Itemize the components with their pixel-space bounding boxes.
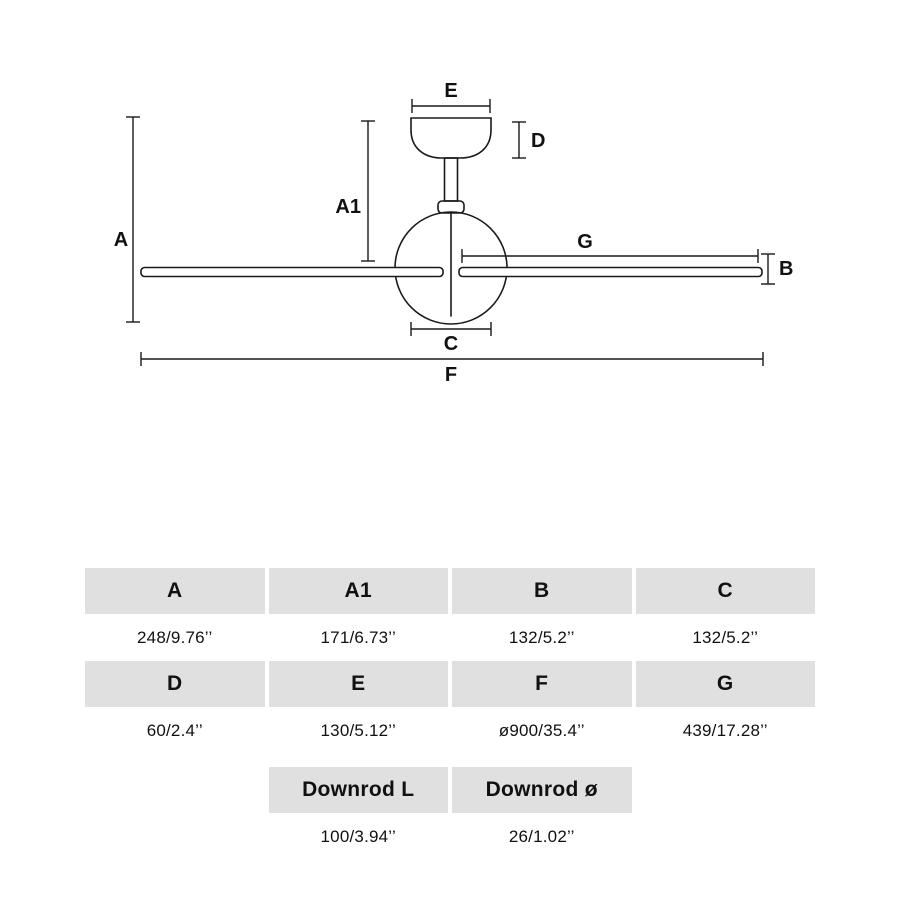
canopy — [410, 117, 492, 159]
fan-dimension-diagram: E D A A1 G B C F — [114, 80, 794, 386]
dim-label-a1: A1 — [335, 196, 361, 218]
header-cell-downrod-d: Downrod ø — [452, 767, 632, 813]
empty-cell — [636, 767, 816, 813]
dimension-labels: E D A A1 G B C F — [114, 80, 794, 386]
blade-left — [140, 266, 444, 278]
table-header-row-3: Downrod L Downrod ø — [85, 767, 815, 813]
value-cell-downrod-d: 26/1.02’’ — [508, 826, 575, 846]
downrod — [443, 157, 459, 202]
value-cell-b: 132/5.2’’ — [508, 627, 575, 647]
dim-label-d: D — [531, 130, 545, 152]
dim-label-a: A — [114, 229, 128, 251]
value-cell-f: ø900/35.4’’ — [498, 720, 585, 740]
header-cell-e: E — [268, 661, 448, 707]
value-cell-downrod-l: 100/3.94’’ — [320, 826, 396, 846]
header-cell-b: B — [452, 568, 632, 614]
dim-label-c: C — [444, 333, 458, 355]
header-cell-a1: A1 — [268, 568, 448, 614]
header-cell-downrod-l: Downrod L — [268, 767, 448, 813]
header-cell-a: A — [85, 568, 265, 614]
dimensions-table: A A1 B C 248/9.76’’ 171/6.73’’ 132/5.2’’… — [85, 568, 815, 860]
header-cell-g: G — [635, 661, 815, 707]
value-cell-g: 439/17.28’’ — [682, 720, 768, 740]
table-value-row-1: 248/9.76’’ 171/6.73’’ 132/5.2’’ 132/5.2’… — [85, 614, 815, 661]
header-cell-d: D — [85, 661, 265, 707]
dim-label-b: B — [779, 258, 793, 280]
empty-cell — [85, 813, 265, 860]
value-cell-d: 60/2.4’’ — [146, 720, 203, 740]
blade-right — [458, 266, 763, 278]
table-value-row-3: 100/3.94’’ 26/1.02’’ — [85, 813, 815, 860]
value-cell-c: 132/5.2’’ — [692, 627, 759, 647]
dim-label-g: G — [577, 231, 593, 253]
table-header-row-1: A A1 B C — [85, 568, 815, 614]
empty-cell — [636, 813, 816, 860]
ceiling-fan-drawing — [140, 117, 763, 325]
downrod-collar — [437, 200, 465, 214]
value-cell-e: 130/5.12’’ — [320, 720, 396, 740]
value-cell-a1: 171/6.73’’ — [320, 627, 396, 647]
table-header-row-2: D E F G — [85, 661, 815, 707]
dim-label-f: F — [445, 364, 457, 386]
table-row-spacer — [85, 754, 815, 767]
dimension-lines — [126, 99, 775, 366]
value-cell-a: 248/9.76’’ — [137, 627, 213, 647]
header-cell-c: C — [635, 568, 815, 614]
header-cell-f: F — [452, 661, 632, 707]
empty-cell — [85, 767, 265, 813]
table-value-row-2: 60/2.4’’ 130/5.12’’ ø900/35.4’’ 439/17.2… — [85, 707, 815, 754]
dim-label-e: E — [444, 80, 457, 102]
